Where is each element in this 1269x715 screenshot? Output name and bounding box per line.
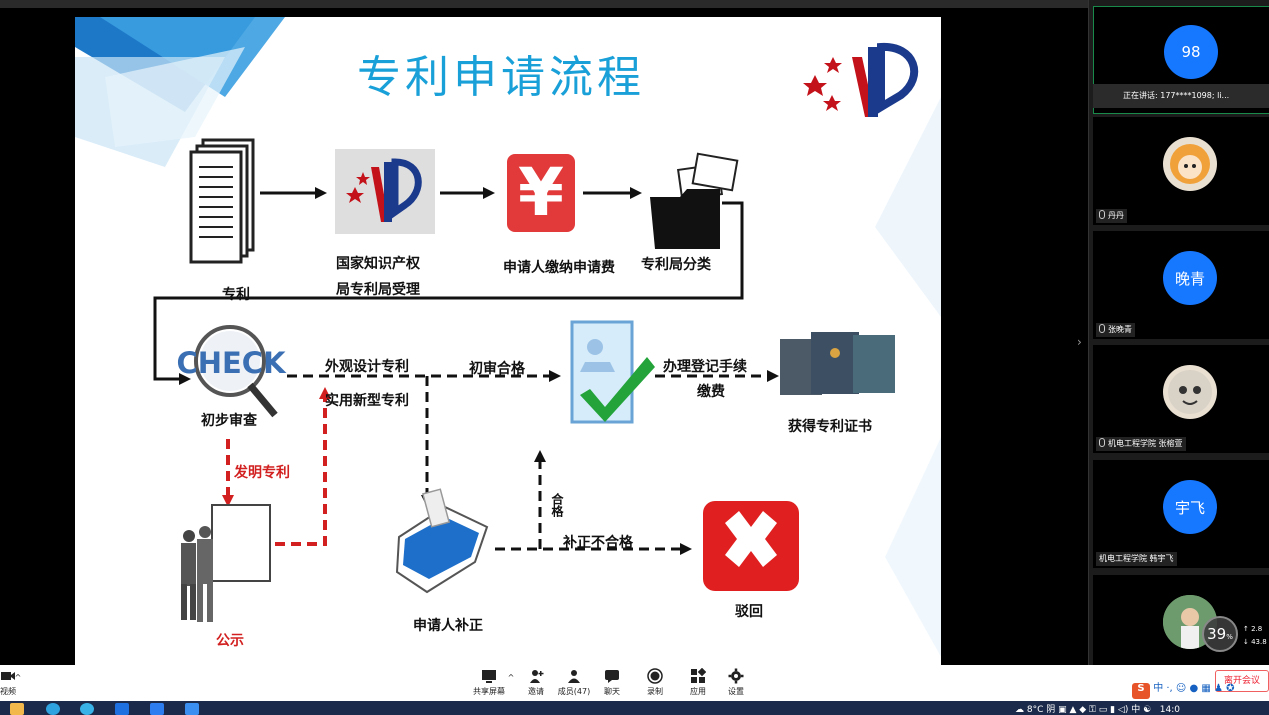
participant-tile[interactable]: 丹丹 [1093, 117, 1269, 225]
avatar [1163, 365, 1217, 419]
label-qualified: 合格 [550, 493, 564, 517]
label-patent: 专利 [222, 287, 250, 303]
browser-icon[interactable] [46, 703, 60, 715]
video-options-chevron-icon[interactable]: ^ [14, 673, 22, 682]
document-check-icon [570, 320, 655, 424]
sogou-icon: S [1132, 683, 1150, 699]
document-stack-icon [189, 138, 255, 264]
system-tray: ☁ 8°C 阴 ▣ ▲ ◆ ⚿ ▭ ▮ ◁) 中 ☯ 14:0 [1015, 705, 1180, 715]
participant-name: 机电工程学院 张榕萱 [1096, 437, 1186, 451]
certificates-icon [780, 332, 895, 395]
input-method-bar[interactable]: S 中 ·, ☺ ● ▦ ♟ ✪ [1132, 679, 1269, 699]
label-office-accept-2: 局专利局受理 [336, 282, 420, 298]
settings-button[interactable]: 设置 [714, 668, 758, 697]
slide-title: 专利申请流程 [357, 52, 645, 103]
office-logo-icon [335, 149, 435, 234]
edge-icon[interactable] [80, 703, 94, 715]
avatar: 98 [1164, 25, 1218, 79]
participant-sidebar: ⌃ 98 正在讲话: 177****1098; li... 丹丹 晚青 张晚青 … [1088, 0, 1269, 665]
clock: 14:0 [1159, 705, 1180, 715]
participant-name: 张晚青 [1096, 323, 1135, 337]
label-office-accept-1: 国家知识产权 [336, 256, 420, 272]
members-icon [568, 670, 580, 683]
avatar: 宇飞 [1163, 480, 1217, 534]
participant-name: 机电工程学院 韩宇飞 [1096, 552, 1177, 566]
svg-text:CHECK: CHECK [176, 346, 287, 380]
participant-tile[interactable]: 宇飞 机电工程学院 韩宇飞 [1093, 460, 1269, 568]
flow-dashed-row2 [287, 374, 767, 551]
label-prelim-exam: 初步审查 [201, 413, 257, 429]
meeting-app-icon[interactable] [150, 703, 164, 715]
share-screen-icon [482, 670, 496, 683]
chat-icon [605, 670, 619, 683]
label-pay-fee: 申请人缴纳申请费 [503, 260, 615, 276]
label-correct-fail: 补正不合格 [563, 535, 633, 551]
participant-name: 丹丹 [1096, 209, 1127, 223]
ballot-box-icon [395, 488, 489, 594]
svg-text:¥: ¥ [518, 154, 564, 231]
label-classify: 专利局分类 [641, 257, 711, 273]
share-screen-button[interactable]: 共享屏幕 [467, 668, 511, 697]
check-magnifier-icon: CHECK [176, 325, 287, 418]
label-invention-patent: 发明专利 [234, 465, 290, 481]
label-prelim-pass: 初审合格 [469, 361, 525, 377]
record-icon [647, 668, 663, 684]
participant-tile[interactable]: 机电工程学院 张榕萱 [1093, 345, 1269, 453]
top-bar [0, 0, 1269, 8]
presentation-people-icon [181, 504, 271, 622]
video-button[interactable]: 视频 [0, 668, 30, 697]
add-user-icon [530, 670, 544, 683]
members-button[interactable]: 成员(47) [552, 668, 596, 697]
file-explorer-icon[interactable] [10, 703, 24, 715]
flow-connector [153, 201, 744, 381]
participant-tile[interactable]: 晚青 张晚青 [1093, 231, 1269, 339]
mic-icon [1099, 438, 1105, 447]
apps-button[interactable]: 应用 [676, 668, 720, 697]
network-stats: ↑ 2.8↓ 43.8 [1243, 625, 1267, 646]
label-utility-patent: 实用新型专利 [325, 393, 409, 409]
label-reject: 驳回 [735, 604, 763, 620]
folder-icon [650, 152, 739, 249]
mic-icon [1099, 324, 1105, 333]
avatar: 晚青 [1163, 251, 1217, 305]
flow-red-dashed [226, 399, 327, 546]
invite-button[interactable]: 邀请 [514, 668, 558, 697]
flow-arrows-row1 [260, 187, 642, 199]
app-icon-2[interactable] [185, 703, 199, 715]
label-applicant-correct: 申请人补正 [413, 618, 483, 634]
reject-x-icon [703, 501, 799, 591]
collapse-sidebar-button[interactable]: › [1077, 335, 1082, 349]
slide-graphics: ¥ [75, 17, 941, 657]
participant-tile[interactable] [1093, 575, 1269, 665]
share-options-chevron-icon[interactable]: ^ [507, 673, 515, 682]
label-register-2: 缴费 [697, 384, 725, 400]
label-publish: 公示 [216, 633, 244, 649]
video-icon [1, 672, 15, 680]
windows-taskbar: ☁ 8°C 阴 ▣ ▲ ◆ ⚿ ▭ ▮ ◁) 中 ☯ 14:0 [0, 701, 1269, 715]
shared-screen: ¥ [0, 8, 1085, 665]
meeting-toolbar: 视频 ^ 共享屏幕 ^ 邀请 成员(47) 聊天 录制 应用 [0, 665, 1269, 701]
performance-indicator[interactable]: 39% [1202, 616, 1238, 652]
speaking-indicator: 正在讲话: 177****1098; li... [1093, 84, 1269, 108]
mic-icon [1099, 210, 1105, 219]
app-icon[interactable] [115, 703, 129, 715]
chat-button[interactable]: 聊天 [590, 668, 634, 697]
apps-icon [691, 668, 706, 683]
yen-icon: ¥ [507, 154, 575, 232]
label-design-patent: 外观设计专利 [325, 359, 409, 375]
label-register-1: 办理登记手续 [663, 359, 747, 375]
cnipa-logo-icon [803, 42, 919, 117]
gear-icon [728, 668, 744, 684]
avatar [1163, 137, 1217, 191]
label-get-certificate: 获得专利证书 [788, 419, 872, 435]
slide: ¥ [75, 17, 941, 665]
record-button[interactable]: 录制 [633, 668, 677, 697]
